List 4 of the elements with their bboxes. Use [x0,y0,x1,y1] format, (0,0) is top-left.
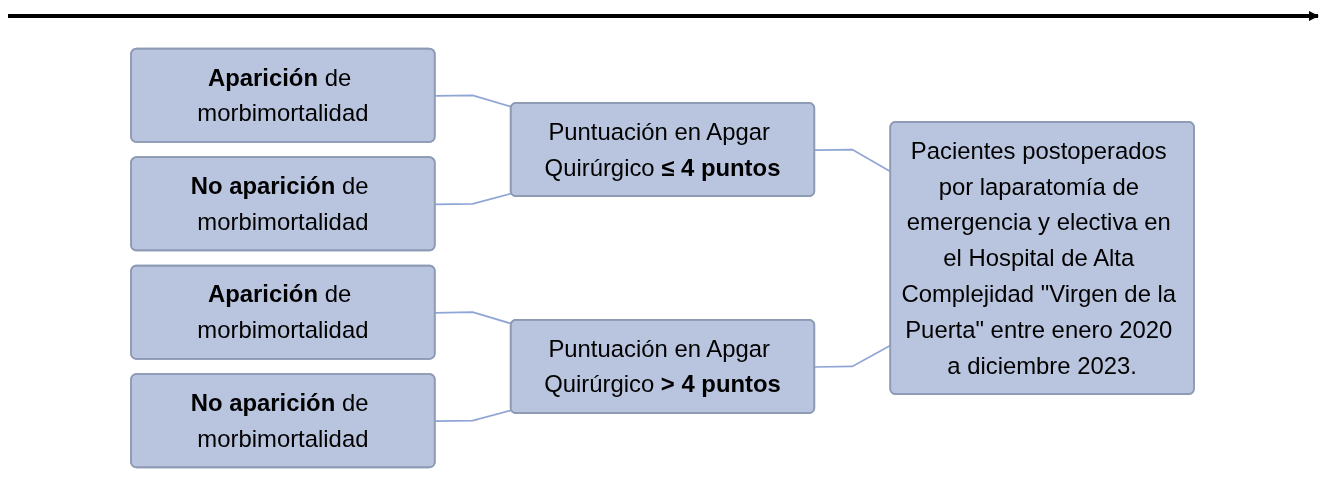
connector [434,94,513,108]
connector [434,409,513,423]
connector [434,192,513,206]
connector [434,311,513,325]
